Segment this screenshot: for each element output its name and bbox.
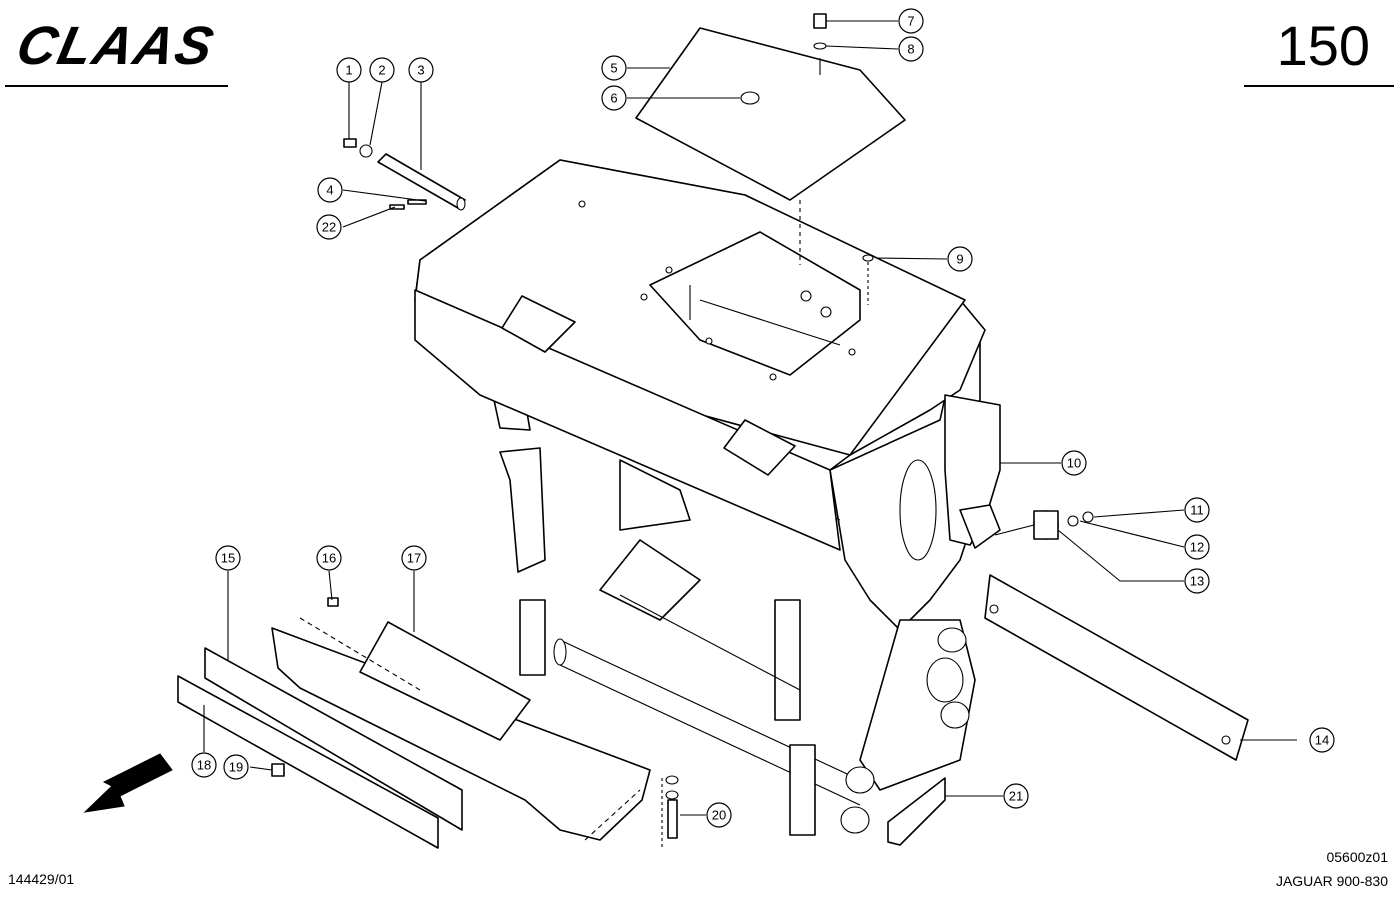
plug (740, 91, 760, 105)
callout-label: 11 (1190, 503, 1204, 518)
callout-circle (601, 55, 627, 81)
leader-lines (203, 20, 1297, 816)
callout-circle (223, 754, 249, 780)
callout-2: 2 (369, 57, 395, 83)
callout-18: 18 (191, 752, 217, 778)
page-number: 150 (1276, 14, 1370, 77)
callout-20: 20 (706, 802, 732, 828)
shaft-assembly (343, 138, 466, 211)
callout-21: 21 (1003, 783, 1029, 809)
callout-3: 3 (408, 57, 434, 83)
callout-circle (1184, 534, 1210, 560)
callout-label: 2 (378, 63, 385, 78)
callout-label: 21 (1009, 789, 1023, 804)
document-reference: 144429/01 (8, 871, 75, 887)
callout-label: 8 (907, 42, 914, 57)
callout-circle (408, 57, 434, 83)
callout-14: 14 (1309, 727, 1335, 753)
cover-plate (635, 27, 906, 201)
callout-circle (947, 246, 973, 272)
callout-circle (191, 752, 217, 778)
clamp-strip (177, 675, 439, 849)
callout-circle (1003, 783, 1029, 809)
callout-circle (706, 802, 732, 828)
callout-label: 19 (229, 760, 243, 775)
buffer-assembly (994, 510, 1094, 540)
callout-circle (898, 36, 924, 62)
callout-label: 6 (610, 91, 617, 106)
callout-circle (1184, 568, 1210, 594)
callout-circle (316, 545, 342, 571)
nut-19 (271, 763, 285, 777)
callout-label: 5 (610, 61, 617, 76)
callout-label: 22 (322, 220, 336, 235)
angle-strip (984, 574, 1249, 761)
direction-arrow (83, 753, 173, 813)
callout-16: 16 (316, 545, 342, 571)
callout-label: 14 (1315, 733, 1329, 748)
callout-label: 4 (326, 183, 333, 198)
callout-circle (898, 8, 924, 34)
callout-circle (317, 177, 343, 203)
cover-plate-21 (887, 777, 946, 846)
bolt-16 (327, 597, 339, 607)
callout-label: 20 (712, 808, 726, 823)
guard-plate (271, 627, 651, 841)
callout-label: 17 (407, 551, 421, 566)
callout-8: 8 (898, 36, 924, 62)
callout-circle (316, 214, 342, 240)
bolt-20 (661, 775, 679, 848)
callout-10: 10 (1061, 450, 1087, 476)
callout-circle (215, 545, 241, 571)
callout-circle (336, 57, 362, 83)
callout-label: 3 (417, 63, 424, 78)
bolt-top (813, 13, 827, 50)
callout-11: 11 (1184, 497, 1210, 523)
callout-label: 18 (197, 758, 211, 773)
callout-9: 9 (947, 246, 973, 272)
callout-circle (601, 85, 627, 111)
callout-label: 9 (956, 252, 963, 267)
pin-9 (862, 254, 874, 262)
drawing-reference: 05600z01 (1326, 849, 1388, 865)
callout-label: 12 (1190, 540, 1204, 555)
callout-label: 7 (907, 14, 914, 29)
callout-circle (1061, 450, 1087, 476)
callout-6: 6 (601, 85, 627, 111)
main-frame (414, 148, 1001, 836)
callout-12: 12 (1184, 534, 1210, 560)
callout-circle (1309, 727, 1335, 753)
callout-15: 15 (215, 545, 241, 571)
callout-label: 13 (1190, 574, 1204, 589)
callout-circle (1184, 497, 1210, 523)
callout-label: 1 (345, 63, 352, 78)
callout-5: 5 (601, 55, 627, 81)
callout-circle (401, 545, 427, 571)
callout-label: 16 (322, 551, 336, 566)
rubber-strip (204, 647, 463, 831)
machine-model: JAGUAR 900-830 (1275, 873, 1388, 889)
callout-7: 7 (898, 8, 924, 34)
callout-circle (369, 57, 395, 83)
callout-17: 17 (401, 545, 427, 571)
callout-22: 22 (316, 214, 342, 240)
callout-13: 13 (1184, 568, 1210, 594)
callout-19: 19 (223, 754, 249, 780)
callout-label: 15 (221, 551, 235, 566)
callout-4: 4 (317, 177, 343, 203)
callout-1: 1 (336, 57, 362, 83)
callout-label: 10 (1067, 456, 1081, 471)
